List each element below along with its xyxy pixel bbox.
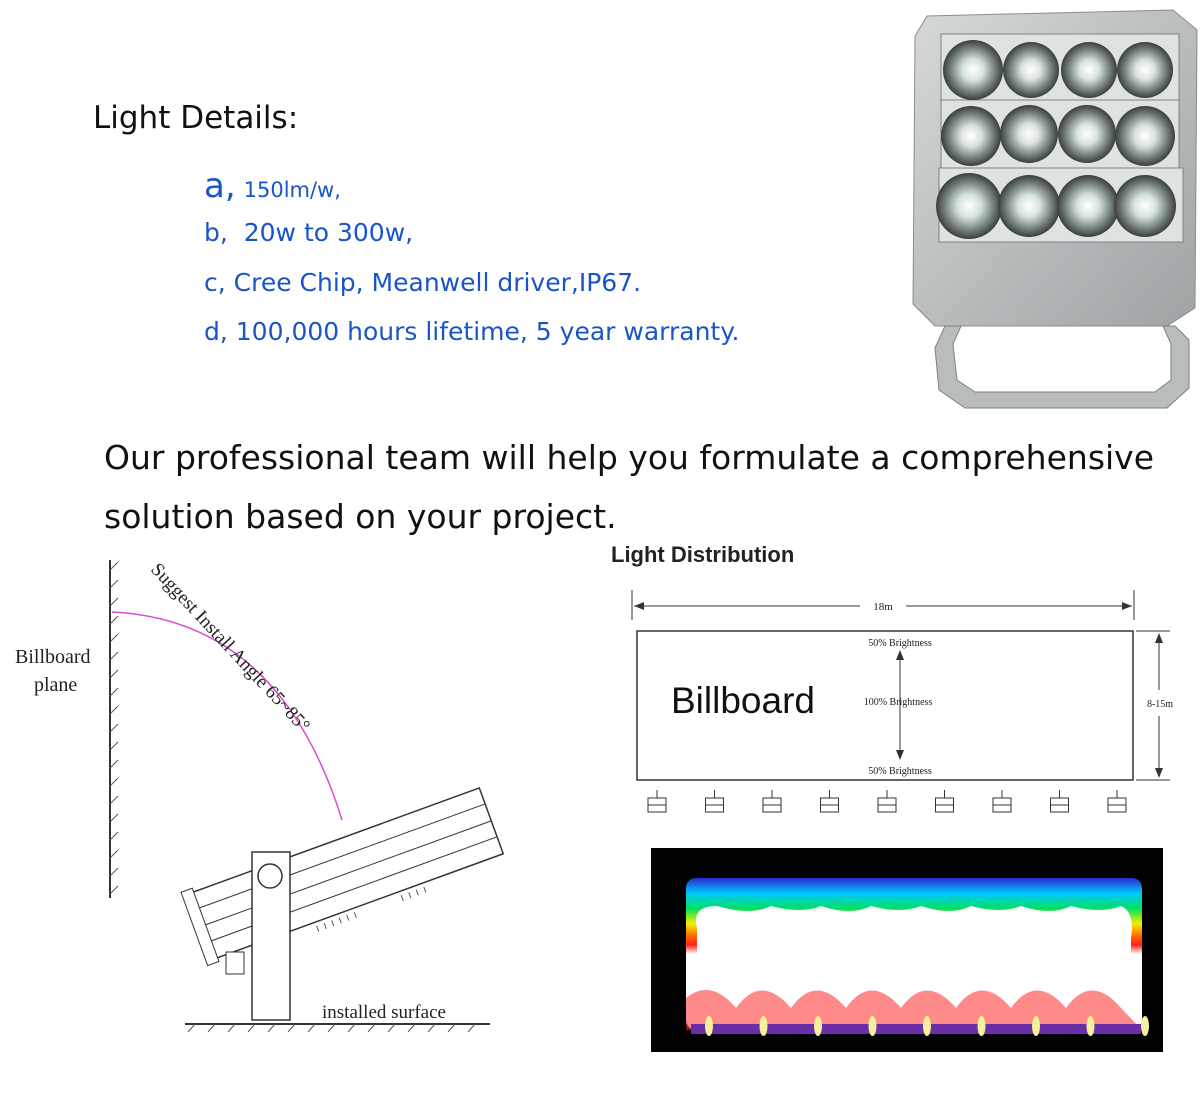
- light-fixture-icon: [705, 790, 724, 813]
- fixture-hotspot: [814, 1016, 822, 1036]
- top-brightness-label: 50% Brightness: [868, 638, 932, 649]
- fixture-hotspot: [868, 1016, 877, 1036]
- spec-item-text: 150lm/w,: [243, 178, 341, 202]
- height-label: 8-15m: [1147, 699, 1173, 710]
- spec-item-c: c, Cree Chip, Meanwell driver,IP67.: [204, 268, 641, 297]
- tilted-floodlight: [180, 787, 505, 967]
- fixture-hotspot: [923, 1016, 931, 1036]
- spec-item-d: d, 100,000 hours lifetime, 5 year warran…: [204, 317, 739, 346]
- led-floodlight-12-lens-icon: [912, 9, 1198, 409]
- fixture-hotspot: [1032, 1016, 1040, 1036]
- center-brightness-label: 100% Brightness: [864, 697, 933, 708]
- light-fixture-icon: [762, 790, 782, 813]
- spec-item-a: a, 150lm/w,: [204, 166, 341, 206]
- light-fixture-icon: [1050, 790, 1069, 813]
- angle-arc: [111, 611, 343, 821]
- billboard-label: Billboard: [671, 680, 815, 721]
- width-label: 18m: [873, 601, 893, 613]
- spec-item-text: 20w to 300w,: [243, 218, 414, 247]
- details-title: Light Details:: [93, 100, 299, 136]
- fixture-hotspot: [977, 1016, 986, 1036]
- spec-item-prefix: c,: [204, 268, 226, 297]
- spec-item-prefix: a,: [204, 166, 236, 206]
- bottom-brightness-label: 50% Brightness: [868, 766, 932, 777]
- light-fixture-icon: [1107, 790, 1127, 813]
- spec-item-prefix: d,: [204, 317, 228, 346]
- spec-item-text: 100,000 hours lifetime, 5 year warranty.: [235, 317, 740, 346]
- plane-label-2: plane: [34, 674, 77, 696]
- angle-label: Suggest Install Angle 65~85°: [146, 559, 314, 737]
- light-fixture-icon: [992, 790, 1012, 813]
- distribution-title: Light Distribution: [611, 542, 795, 567]
- light-distribution-heatmap: [651, 848, 1163, 1052]
- billboard-rect: [636, 630, 1134, 781]
- spec-item-b: b, 20w to 300w,: [204, 218, 413, 247]
- fixture-hotspot: [1141, 1016, 1149, 1036]
- plane-label-1: Billboard: [15, 646, 91, 668]
- light-fixture-icon: [877, 790, 897, 813]
- fixture-hotspot: [759, 1016, 768, 1036]
- install-angle-diagram: Billboard plane Suggest Install Angle 65…: [15, 559, 505, 1033]
- fixture-hotspot: [1086, 1016, 1095, 1036]
- intro-line-1: Our professional team will help you form…: [104, 438, 1155, 477]
- intro-text: Our professional team will help you form…: [104, 428, 1164, 546]
- light-distribution-diagram: 18m Billboard 50% Brightness 100% Bright…: [631, 590, 1173, 813]
- light-fixture-icon: [820, 790, 839, 813]
- spec-item-text: Cree Chip, Meanwell driver,IP67.: [233, 268, 642, 297]
- fixture-hotspot: [705, 1016, 713, 1036]
- spec-item-prefix: b,: [204, 218, 228, 247]
- light-fixture-icon: [935, 790, 954, 813]
- surface-label: installed surface: [322, 1002, 446, 1023]
- light-fixture-icon: [647, 790, 667, 813]
- intro-line-2: solution based on your project.: [104, 497, 617, 536]
